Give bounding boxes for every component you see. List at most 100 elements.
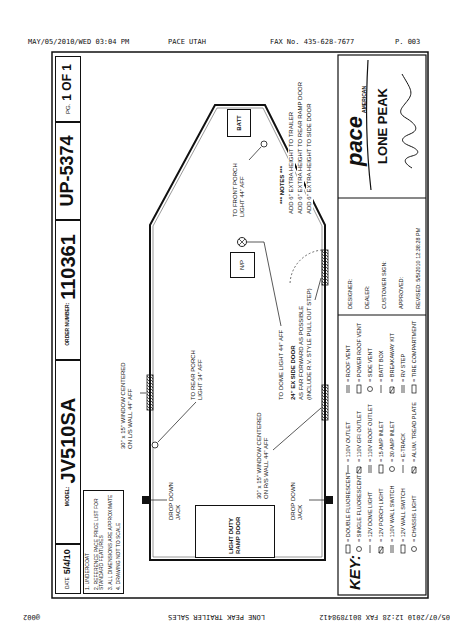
- header-cell-text: 110361: [57, 234, 79, 300]
- key-symbol: [381, 385, 382, 393]
- leader-line: [151, 500, 167, 501]
- roof-vent-box: N/P: [230, 252, 255, 278]
- door-note: AS FAR FORWARD AS POSSIBLE: [298, 306, 305, 400]
- header-cell-text: 1 OF 1: [61, 64, 74, 101]
- legend-text: = 12V WALL SWITCH: [400, 488, 406, 542]
- switch-note: TO REAR PORCH LIGHT 34" AFF: [190, 336, 204, 400]
- title-block-text: APPROVED:: [398, 277, 404, 309]
- signature: [401, 74, 418, 168]
- notes-heading: *** NOTES ***: [279, 165, 286, 205]
- dome-light-cross: [239, 239, 245, 245]
- title-divider: [338, 315, 426, 316]
- window-note: 30" x 15" WINDOW CENTERED ON L/S WALL 44…: [120, 353, 134, 450]
- key-heading: KEY:: [346, 555, 363, 590]
- logo-text: pace: [343, 116, 367, 166]
- note: ADD 6" EXTRA HEIGHT TO REAR RAMP DOOR: [297, 81, 304, 215]
- key-box: [338, 55, 426, 595]
- title-block-text: DESIGNER:: [347, 279, 353, 309]
- header-cell-text: MODEL:: [65, 486, 71, 506]
- key-symbol: [401, 545, 405, 553]
- ramp-door-box: LIGHT DUTY RAMP DOOR: [195, 505, 275, 558]
- fax-footer-text: @002: [23, 613, 40, 621]
- title-block-text: DEALER:: [364, 285, 370, 309]
- roof-vent-box-text: N/P: [239, 260, 246, 270]
- dealer-name: LONE PEAK: [373, 57, 393, 195]
- side-door: [322, 250, 328, 285]
- legend-text: = CHASSIS LIGHT: [411, 495, 417, 542]
- logo-swoosh: [367, 60, 371, 190]
- key-symbol: [412, 467, 416, 473]
- legend-text: = BREAKAWAY KIT: [389, 333, 395, 382]
- ramp-door-box-text: LIGHT DUTY RAMP DOOR: [228, 509, 241, 554]
- leader-line: [273, 408, 321, 450]
- key-symbol: [369, 465, 371, 473]
- sheet-border: [52, 52, 428, 598]
- notes-box-text: 3. ALL DIMENSIONS ARE APPROXIMATE: [108, 495, 114, 590]
- key-symbol: [346, 545, 350, 553]
- key-symbol: [348, 465, 349, 473]
- key-symbol: [390, 467, 395, 472]
- jack-symbol: [142, 496, 149, 504]
- jack-note: DROP DOWN JACK: [290, 478, 304, 520]
- title-divider: [338, 198, 426, 199]
- notes-box-text: 4. DRAWING NOT TO SCALE: [116, 523, 122, 590]
- header-cell-text: DATE: [66, 577, 71, 589]
- jack-symbol: [326, 496, 333, 504]
- legend-text: = SIDE VENT: [367, 348, 373, 382]
- logo-text: AMERICAN: [362, 86, 368, 113]
- key-symbol: [370, 545, 371, 553]
- key-symbol: [357, 385, 361, 393]
- legend-text: = ALUM. TREAD PLATE: [411, 402, 417, 462]
- leader-line: [315, 278, 321, 300]
- notes-box-text: 1. UNDERCOAT: [85, 553, 91, 590]
- header-cell-text: ORDER NUMBER:: [65, 303, 71, 346]
- legend-text: = 15 AMP INLET: [378, 421, 384, 462]
- switch-symbol: [261, 141, 267, 147]
- legend-text: = 110V OUTLET: [345, 422, 351, 462]
- note: ADD 6" EXTRA HEIGHT TO TRAILER: [288, 111, 295, 215]
- legend-text: = RV STEP: [400, 354, 406, 382]
- header-cell-text: UP-5374: [58, 135, 78, 206]
- header-cell-text: JV510SA: [57, 398, 79, 484]
- legend-text: = ROOF VENT: [345, 345, 351, 382]
- fax-header: FAX No. 435-628-7677: [270, 38, 354, 46]
- fax-header: MAY/05/2010/WED 03:04 PM: [28, 38, 129, 46]
- door-note: (INCLUDE R.V. STYLE PULL OUT STEP): [306, 288, 313, 400]
- key-symbol: [391, 545, 393, 553]
- drawing-frame: DATE 5/4/10 MODEL: JV510SA ORDER NUMBER: 1103…: [50, 50, 430, 600]
- door-swing: [290, 250, 322, 285]
- legend-text: = 30 AMP INLET: [389, 421, 395, 462]
- key-symbol: [403, 465, 404, 473]
- legend-text: = TIRE COMPARTMENT: [411, 321, 417, 382]
- legend-text: = 12V DOME LIGHT: [367, 492, 373, 542]
- header-cell-text: PG.: [65, 104, 72, 114]
- switch-note: TO FRONT PORCH LIGHT 44" AFF: [232, 153, 246, 217]
- notes-box-text: 2. REFERENCE PACE PRICE LIST FOR STANDAR…: [94, 494, 105, 590]
- leader-line: [158, 402, 196, 442]
- key-symbol: [357, 547, 362, 552]
- header-cell: MODEL: JV510SA: [55, 360, 81, 544]
- header-cell-text: 5/4/10: [63, 549, 73, 574]
- legend-text: = POWER ROOF VENT: [356, 323, 362, 382]
- fax-footer-text: 05/07/2010 12:28 FAX 8017898412: [319, 613, 450, 621]
- title-block-text: REVISED: 5/5/2010 12:38:28 PM: [415, 228, 421, 309]
- header-cell: DATE 5/4/10: [55, 544, 81, 594]
- note: ADD 6" EXTRA HEIGHT TO SIDE DOOR: [306, 103, 313, 216]
- key-symbol: [347, 385, 349, 393]
- legend-text: = BATT BOX: [378, 351, 384, 382]
- dome-light-symbol: [238, 238, 247, 247]
- fax-header: PACE UTAH: [168, 38, 206, 46]
- window-ls: [147, 375, 153, 410]
- logo: pace AMERICAN: [342, 57, 368, 195]
- legend-text: = 110V WALL SWITCH: [389, 486, 395, 543]
- window-rs: [322, 385, 328, 420]
- legend-text: = E-TRACK: [400, 433, 406, 462]
- window-note: 30" x 15" WINDOW CENTERED ON R/S WALL 44…: [256, 403, 270, 500]
- key-symbol: [357, 467, 361, 473]
- switch-note: TO DOME LIGHT 44" AFF: [278, 330, 285, 400]
- legend-text: = SINGLE FLUORESCENT: [356, 475, 362, 542]
- leader-line: [309, 500, 325, 501]
- key-symbol: [402, 385, 404, 393]
- key-symbol: [412, 547, 417, 552]
- legend-text: = 12V PORCH LIGHT: [378, 488, 384, 542]
